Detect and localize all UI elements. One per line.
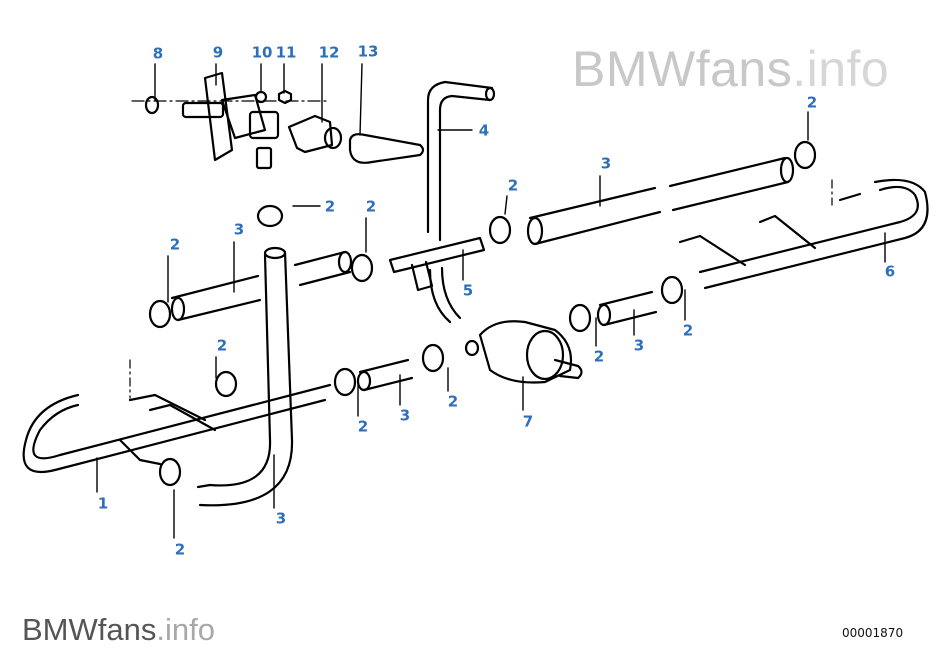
pressure-regulator-7 xyxy=(464,320,583,384)
fuel-rail-1 xyxy=(22,359,332,474)
fuel-rail-6 xyxy=(678,178,929,290)
callout-part-2[interactable]: 2 xyxy=(507,176,519,195)
callout-part-12[interactable]: 12 xyxy=(318,43,340,62)
document-number: 00001870 xyxy=(842,626,904,640)
watermark-brand: BMWfans xyxy=(572,41,793,97)
callout-part-3[interactable]: 3 xyxy=(233,220,245,239)
callout-part-5[interactable]: 5 xyxy=(462,281,474,300)
callout-part-2[interactable]: 2 xyxy=(682,321,694,340)
callout-part-7[interactable]: 7 xyxy=(522,412,534,431)
watermark-bottom: BMWfans.info xyxy=(22,614,215,645)
callout-part-2[interactable]: 2 xyxy=(216,336,228,355)
callout-part-2[interactable]: 2 xyxy=(447,392,459,411)
upper-hoses xyxy=(170,156,795,392)
callout-part-8[interactable]: 8 xyxy=(152,44,164,63)
hose-clamps xyxy=(148,140,817,487)
callout-part-1[interactable]: 1 xyxy=(97,494,109,513)
callout-part-11[interactable]: 11 xyxy=(275,43,297,62)
callout-part-3[interactable]: 3 xyxy=(600,154,612,173)
callout-part-2[interactable]: 2 xyxy=(357,417,369,436)
callout-part-3[interactable]: 3 xyxy=(633,336,645,355)
hose-3-vertical xyxy=(196,246,294,507)
watermark-top: BMWfans.info xyxy=(572,44,889,94)
callout-part-10[interactable]: 10 xyxy=(251,43,273,62)
callout-part-2[interactable]: 2 xyxy=(365,197,377,216)
callout-part-2[interactable]: 2 xyxy=(169,235,181,254)
callout-part-2[interactable]: 2 xyxy=(324,197,336,216)
callout-part-6[interactable]: 6 xyxy=(884,262,896,281)
valve-assembly xyxy=(131,71,425,170)
watermark-suffix: .info xyxy=(156,612,215,647)
watermark-suffix: .info xyxy=(792,41,890,97)
watermark-brand: BMWfans xyxy=(22,612,157,647)
callout-part-4[interactable]: 4 xyxy=(478,121,490,140)
callout-part-3[interactable]: 3 xyxy=(275,509,287,528)
hose-4 xyxy=(388,80,496,324)
callout-part-3[interactable]: 3 xyxy=(399,406,411,425)
callout-part-13[interactable]: 13 xyxy=(357,42,379,61)
callout-part-9[interactable]: 9 xyxy=(212,43,224,62)
callout-part-2[interactable]: 2 xyxy=(593,347,605,366)
callout-part-2[interactable]: 2 xyxy=(174,540,186,559)
callout-leaders xyxy=(96,63,886,539)
callout-part-2[interactable]: 2 xyxy=(806,93,818,112)
